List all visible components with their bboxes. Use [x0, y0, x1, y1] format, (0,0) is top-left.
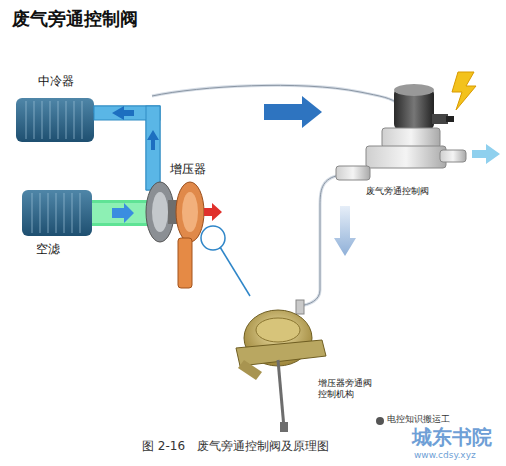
- watermark: www.cdsy.xyz: [414, 450, 476, 461]
- diagram-title: 废气旁通控制阀: [12, 8, 138, 30]
- part-name: 增压器: [170, 162, 206, 176]
- watermark: 城东书院: [412, 425, 492, 449]
- part-name: 增压器旁通阀 控制机构: [318, 378, 378, 400]
- part-name: 中冷器: [38, 74, 74, 88]
- figure-caption: 图 2-16 废气旁通控制阀及原理图: [142, 439, 329, 453]
- part-name: 空滤: [36, 242, 60, 256]
- part-name: 废气旁通控制阀: [366, 186, 429, 197]
- watermark: 电控知识搬运工: [387, 414, 450, 425]
